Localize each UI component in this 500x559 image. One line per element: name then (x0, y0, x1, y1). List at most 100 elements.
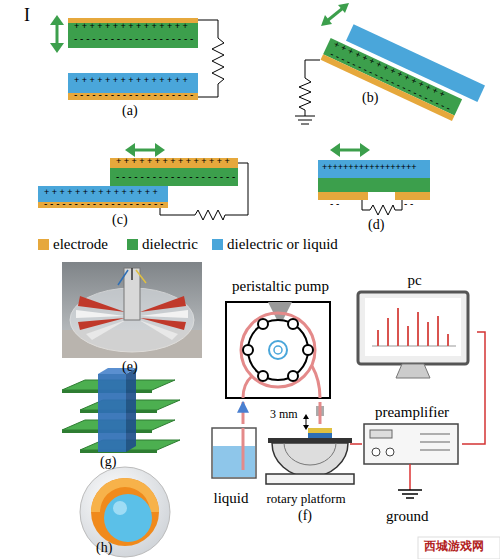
device-photo (62, 262, 202, 358)
charge-row: - - - - - - - - - - - - - - - - - - - - (116, 171, 235, 182)
tube-connector (242, 402, 245, 424)
resistor-symbol-part (295, 116, 315, 117)
current-symbol: I (24, 6, 30, 26)
panel-b-structure (321, 18, 485, 127)
panel-c-structure-part (125, 143, 135, 157)
pc-monitor-drawing-part (396, 364, 430, 378)
panel-d-structure-part (337, 149, 363, 152)
charge-row: + + + + + + + + + + + + + + + + (332, 40, 446, 100)
panel-letter: (a) (122, 103, 138, 118)
peristaltic-pump-drawing-part (243, 345, 253, 355)
node-label: pc (407, 272, 421, 289)
panel-d-structure-part (318, 160, 430, 178)
device-photo-part (62, 262, 202, 358)
pc-monitor-drawing-part (397, 308, 399, 346)
preamplifier-drawing-part (372, 448, 380, 456)
panel-c-structure-part (110, 158, 238, 168)
peristaltic-pump-drawing-part (312, 366, 320, 398)
charge-row: + + + + + + + + + + + + + + + (74, 76, 188, 86)
pc-monitor-drawing (358, 292, 468, 378)
watermark: 西城游戏网 (424, 540, 484, 553)
device-photo-part (76, 310, 125, 318)
device-photo-part (136, 270, 146, 283)
charge-row: + + + + + + + + + + + + + + + (74, 22, 188, 32)
rotary-platform-drawing-part (308, 433, 332, 438)
panel-a-structure-part (50, 15, 64, 25)
charge-row: - - - - - - - - - - - - - - - - - - - - (74, 89, 193, 100)
pc-monitor-drawing-part (377, 330, 379, 346)
rotary-platform-drawing-part (266, 474, 354, 484)
pc-monitor-drawing-part (372, 346, 456, 347)
peristaltic-pump-drawing (226, 302, 330, 398)
pc-monitor-drawing-part (358, 292, 468, 364)
ground-symbol-part (406, 497, 414, 499)
legend-text: electrode (53, 236, 108, 253)
pc-monitor-drawing-part (387, 318, 389, 346)
peristaltic-pump-drawing-part (258, 319, 268, 329)
panel-c-structure-part (155, 143, 165, 157)
ground-label: ground (386, 508, 429, 525)
peristaltic-pump-drawing-part (248, 320, 308, 380)
panel-a-structure-part (50, 43, 64, 53)
stacked-plates-part (126, 368, 136, 452)
legend-swatch (212, 239, 223, 250)
panel-letter: (g) (100, 454, 116, 469)
sphere-model-part (80, 467, 170, 557)
panel-letter: (b) (362, 90, 378, 105)
preamplifier-drawing-part (420, 442, 450, 443)
ground-symbol-part (402, 493, 418, 495)
legend-text: dielectric or liquid (227, 236, 338, 253)
charge-row: - - (404, 198, 413, 209)
panel-letter: (f) (298, 508, 312, 523)
charge-row: + + + + + + + + + + + + + + + (44, 188, 158, 198)
pc-monitor-drawing-part (417, 312, 419, 346)
panel-a-structure (50, 15, 198, 100)
node-label: liquid (213, 490, 248, 507)
preamplifier-drawing-part (420, 450, 450, 451)
watermark-box (418, 537, 500, 559)
legend-item: dielectric (127, 236, 198, 253)
peristaltic-pump-drawing-part (243, 376, 252, 398)
sphere-model-part (104, 494, 152, 542)
resistor-symbol (362, 200, 402, 215)
panel-c-structure-part (110, 168, 238, 186)
slide-arrow-part (321, 15, 332, 26)
panel-letter: (d) (368, 217, 384, 232)
device-photo-part (124, 268, 140, 320)
legend-item: electrode (38, 236, 108, 253)
tube-connector (319, 402, 322, 424)
preamplifier-drawing-part (420, 434, 450, 435)
rotary-platform-drawing-part (308, 428, 332, 433)
peristaltic-pump-drawing-part (269, 341, 287, 359)
device-photo-part (78, 296, 125, 312)
rotary-platform-drawing (266, 428, 354, 484)
panel-d-structure (318, 143, 430, 200)
stacked-plates-part (98, 374, 126, 452)
ground-symbol-part (409, 464, 411, 490)
charge-row: - - - - - - - - - - - - - - - - - - - - (74, 33, 193, 44)
peristaltic-pump-drawing-part (258, 371, 268, 381)
charge-row: - - - - - - - - - - - - - - - - - - - - … (328, 48, 452, 114)
panel-c-structure (38, 143, 238, 208)
liquid-beaker: liquid (200, 424, 262, 506)
preamplifier-drawing-part (364, 424, 458, 464)
device-photo-part (139, 320, 178, 340)
panel-letter: (e) (122, 359, 138, 374)
panel-d-structure-part (330, 143, 340, 157)
resistor-symbol (198, 20, 224, 97)
rotary-platform-drawing-part (272, 443, 348, 477)
charge-row: - - - - - - - - - - - - - - - - - - - - (44, 198, 163, 209)
dimension-label: 3 mm (270, 408, 298, 421)
panel-a-structure-part (56, 22, 59, 46)
device-photo-part (118, 270, 128, 285)
resistor-symbol-part (298, 120, 312, 121)
pc-monitor-drawing-part (365, 298, 461, 356)
ground-symbol (398, 464, 422, 498)
panel-d-structure-part (318, 178, 430, 192)
peristaltic-pump-drawing-part (274, 346, 282, 354)
charge-row: + + + + + + + + + + + + + + + (116, 157, 230, 167)
peristaltic-pump-drawing-part (288, 371, 298, 381)
device-photo-part (86, 320, 126, 340)
